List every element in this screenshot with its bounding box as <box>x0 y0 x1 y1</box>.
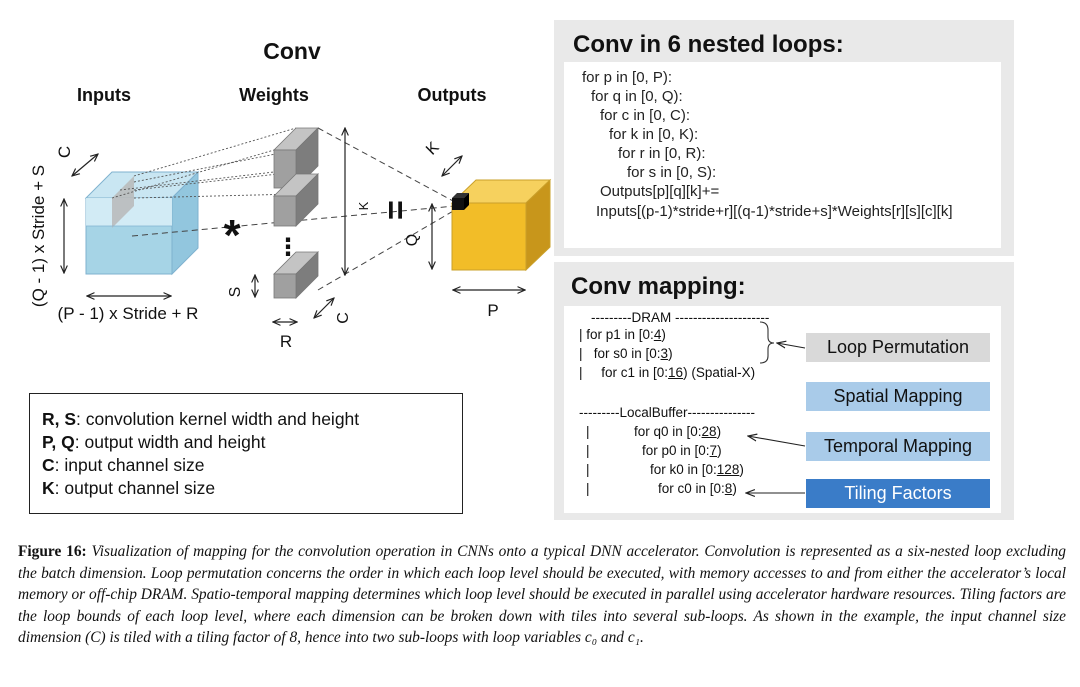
dram-loop-line: | for s0 in [0:3) <box>579 346 673 361</box>
weight-c-arrow <box>314 298 334 318</box>
mapping-panel-title: Conv mapping: <box>571 273 746 300</box>
weight-c-label: C <box>335 312 352 324</box>
code-line: for p in [0, P): <box>582 69 673 86</box>
weight-block <box>273 251 319 299</box>
loops-panel-title: Conv in 6 nested loops: <box>573 31 844 58</box>
output-cube <box>450 178 552 272</box>
legend-box: R, S: convolution kernel width and heigh… <box>29 393 463 514</box>
buffer-loop-line: for p0 in [0:7) <box>642 443 722 458</box>
weights-to-output-line-bottom <box>317 209 456 291</box>
output-k-label: K <box>423 139 443 159</box>
buffer-pipe: | <box>586 424 590 439</box>
buffer-loop-line: for k0 in [0:128) <box>650 462 744 477</box>
caption-label: Figure 16: <box>18 543 87 560</box>
weight-r-label: R <box>280 332 292 351</box>
weight-block <box>273 173 319 227</box>
output-q-label: Q <box>404 234 421 246</box>
dram-loop-line: | for p1 in [0:4) <box>579 327 666 342</box>
input-channel-arrow <box>72 154 98 176</box>
input-height-label: (Q - 1) x Stride + S <box>29 165 48 307</box>
weights-to-output-line-top <box>317 127 456 203</box>
input-cube <box>84 170 200 276</box>
legend-line-pq: P, Q: output width and height <box>42 432 266 452</box>
buffer-loop-line: for c0 in [0:8) <box>658 481 737 496</box>
temporal-mapping-tag: Temporal Mapping <box>806 432 990 461</box>
loops-code-area: for p in [0, P): for q in [0, Q): for c … <box>564 62 1001 248</box>
output-k-arrow <box>442 156 462 176</box>
outputs-label: Outputs <box>418 85 487 105</box>
figure-caption: Figure 16: Visualization of mapping for … <box>18 541 1066 649</box>
output-element <box>452 198 464 210</box>
output-p-label: P <box>487 301 498 320</box>
weight-k-label: K <box>356 201 371 210</box>
buffer-pipe: | <box>586 481 590 496</box>
code-line: for r in [0, R): <box>618 145 706 162</box>
code-line: for q in [0, Q): <box>591 88 683 105</box>
buffer-loop-line: for q0 in [0:28) <box>634 424 722 439</box>
code-line: for s in [0, S): <box>627 164 717 181</box>
buffer-header: ---------LocalBuffer--------------- <box>579 405 755 420</box>
code-line: Inputs[(p-1)*stride+r][(q-1)*stride+s]*W… <box>596 203 953 220</box>
code-line: for c in [0, C): <box>600 107 691 124</box>
loop-permutation-tag: Loop Permutation <box>806 333 990 362</box>
code-line: for k in [0, K): <box>609 126 699 143</box>
input-width-label: (P - 1) x Stride + R <box>58 304 199 323</box>
dram-header: ---------DRAM --------------------- <box>591 310 770 325</box>
conv-title: Conv <box>263 38 321 64</box>
inputs-label: Inputs <box>77 85 131 105</box>
weight-s-label: S <box>227 287 244 298</box>
loops-panel: Conv in 6 nested loops: for p in [0, P):… <box>554 20 1014 256</box>
weights-label: Weights <box>239 85 309 105</box>
multiply-symbol: * <box>223 211 241 260</box>
dram-loop-line: | for c1 in [0:16) (Spatial-X) <box>579 365 756 380</box>
buffer-pipe: | <box>586 462 590 477</box>
receptive-field-lines <box>111 127 297 199</box>
input-channel-label: C <box>55 146 74 158</box>
buffer-pipe: | <box>586 443 590 458</box>
code-line: Outputs[p][q][k]+= <box>600 183 720 200</box>
legend-line-k: K: output channel size <box>42 478 216 498</box>
legend-line-c: C: input channel size <box>42 455 205 475</box>
conv-diagram: Conv Inputs Weights Outputs C (Q - 1) x … <box>29 38 807 540</box>
legend-line-rs: R, S: convolution kernel width and heigh… <box>42 409 360 429</box>
tiling-factors-tag: Tiling Factors <box>806 479 990 508</box>
spatial-mapping-tag: Spatial Mapping <box>806 382 990 411</box>
caption-text: Visualization of mapping for the convolu… <box>18 543 1066 647</box>
equals-symbol: = <box>376 200 414 220</box>
